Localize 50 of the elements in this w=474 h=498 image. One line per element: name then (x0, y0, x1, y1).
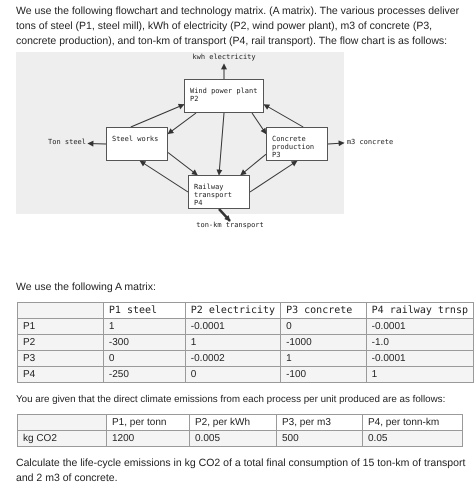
arrow (240, 154, 266, 176)
table-cell: -1000 (280, 334, 366, 350)
table-cell: 0 (280, 318, 366, 334)
table-cell: 0 (185, 366, 281, 382)
row-header: P3 (18, 350, 104, 366)
column-header: P3 concrete (280, 302, 366, 318)
column-header: P2 electricity (185, 302, 281, 318)
table-cell: -0.0002 (185, 350, 281, 366)
matrix-intro: We use the following A matrix: (16, 280, 156, 295)
table-cell: 0.005 (190, 430, 276, 446)
emissions-intro: You are given that the direct climate emissions from each process per unit produced are as follows: (16, 393, 446, 407)
arrow (87, 140, 106, 147)
table-cell: 0.05 (362, 430, 462, 446)
arrow (250, 160, 298, 192)
question-paragraph: Calculate the life-cycle emissions in kg CO2 of a total final consumption of 15 ton-km of transport and 2 m3 of concrete. (16, 456, 466, 486)
column-header: P2, per kWh (190, 414, 276, 430)
table-cell: -0.0001 (366, 318, 474, 334)
arrow (221, 63, 227, 80)
row-header: P4 (18, 366, 104, 382)
table-cell: -100 (280, 366, 366, 382)
table-cell: 0 (103, 350, 186, 366)
intro-paragraph: We use the following flowchart and technology matrix. (A matrix). The various processes deliver tons of steel (P1, steel mill), kWh of electricity (P2, wind power plant), m3 of concrete (P3, concrete production), and ton-km of transport (P4, rail transport). The flow chart is as follows: (16, 4, 460, 49)
table-cell: -0.0001 (185, 318, 281, 334)
arrow (140, 160, 188, 192)
table-cell: 500 (276, 430, 362, 446)
arrow (130, 104, 185, 128)
column-header: P1 steel (103, 302, 186, 318)
row-header: P1 (18, 318, 104, 334)
column-header: P4, per tonn-km (362, 414, 462, 430)
arrow (168, 152, 198, 176)
table-cell: 1 (103, 318, 186, 334)
table-cell: -250 (103, 366, 186, 382)
table-cell: 1 (185, 334, 281, 350)
table-cell: -1.0 (366, 334, 474, 350)
arrow (263, 104, 304, 128)
row-header: P2 (18, 334, 104, 350)
arrow (168, 112, 196, 134)
table-cell: 1 (280, 350, 366, 366)
table-cell: 1 (366, 366, 474, 382)
arrow (218, 208, 231, 222)
column-header: P4 railway trnsp (366, 302, 474, 318)
arrow (252, 112, 266, 134)
table-cell: -0.0001 (366, 350, 474, 366)
arrow (328, 140, 345, 146)
table-cell: 1200 (106, 430, 190, 446)
row-header: kg CO2 (18, 430, 106, 446)
column-header: P3, per m3 (276, 414, 362, 430)
column-header: P1, per tonn (106, 414, 190, 430)
arrow (216, 112, 224, 176)
table-cell: -300 (103, 334, 186, 350)
